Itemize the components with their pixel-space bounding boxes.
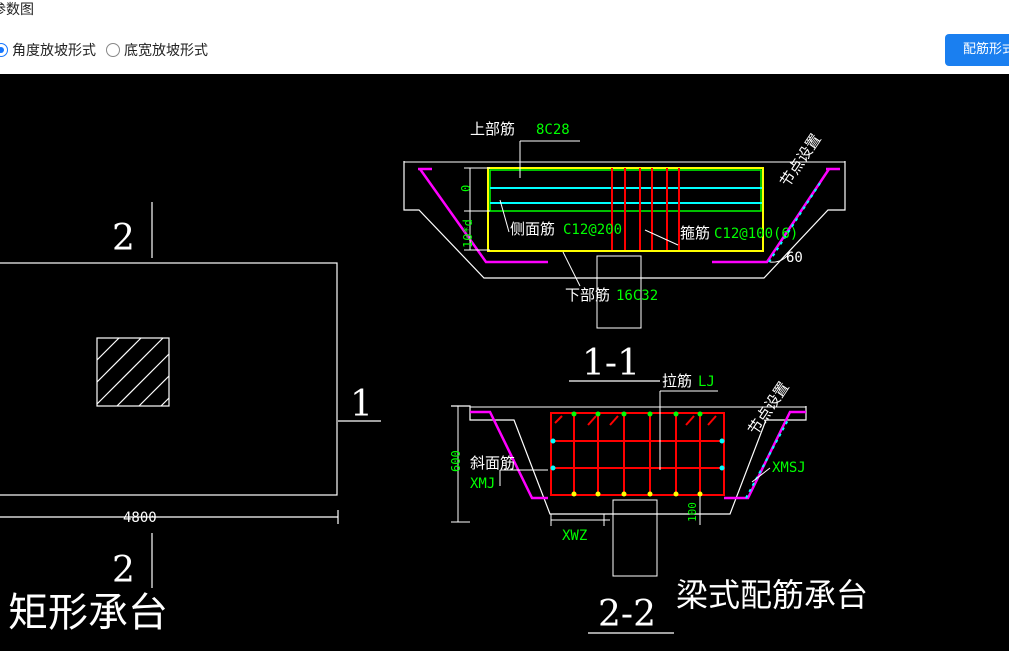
section-1-1-label: 1-1 — [582, 343, 640, 384]
top-bar-label: 上部筋 — [470, 120, 515, 138]
cad-drawing: 2 2 1 4800 矩形承台 上部筋 8C28 侧面筋 — [0, 120, 868, 636]
section-mark-2-bottom: 2 — [112, 550, 135, 591]
column-hatch — [96, 337, 170, 407]
cad-drawing-canvas: 2 2 1 4800 矩形承台 上部筋 8C28 侧面筋 — [0, 74, 1009, 651]
stirrup-value: C12@100(6) — [714, 226, 798, 242]
xmsj-value: XMSJ — [772, 460, 806, 476]
side-bar-label: 侧面筋 — [510, 220, 555, 238]
side-bar-value: C12@200 — [563, 222, 622, 238]
radio-unselected-icon[interactable] — [106, 43, 120, 57]
slope-bar-label: 斜面筋 — [470, 454, 515, 472]
rect-cap-name: 矩形承台 — [8, 590, 168, 636]
rect-cap-plan — [0, 202, 381, 588]
stirrup-label: 箍筋 — [680, 224, 710, 242]
radio-width-slope-label: 底宽放坡形式 — [124, 43, 208, 59]
radio-angle-slope[interactable]: 角度放坡形式 — [0, 40, 96, 60]
radio-selected-icon[interactable] — [0, 43, 8, 57]
node-setting-2: 节点设置 — [744, 378, 792, 438]
dim-top-0: 0 — [459, 185, 473, 192]
dim-bottom-100: 100 — [686, 502, 699, 522]
page-title: 参数图 — [0, 2, 34, 18]
radio-angle-slope-label: 角度放坡形式 — [12, 43, 96, 59]
bottom-bar-value: 16C32 — [616, 288, 658, 304]
slope-mode-radio-group: 角度放坡形式 底宽放坡形式 — [0, 40, 218, 60]
bottom-bar-label: 下部筋 — [565, 286, 610, 304]
dim-width-4800: 4800 — [123, 510, 157, 526]
top-bar-value: 8C28 — [536, 122, 570, 138]
rebar-form-button[interactable]: 配筋形式 — [945, 34, 1009, 66]
section-1-1 — [403, 140, 846, 382]
section-mark-2-top: 2 — [112, 218, 135, 259]
tie-value: LJ — [698, 374, 715, 390]
section-2-2 — [451, 390, 807, 634]
beam-cap-name: 梁式配筋承台 — [676, 576, 868, 614]
section-2-2-label: 2-2 — [598, 594, 656, 635]
slope-bar-value: XMJ — [470, 476, 495, 492]
rect-cap-outline — [0, 262, 338, 496]
radio-width-slope[interactable]: 底宽放坡形式 — [106, 40, 208, 60]
dim-height-600: 600 — [449, 450, 463, 472]
section-mark-1-right: 1 — [350, 384, 373, 425]
xwz-value: XWZ — [562, 528, 587, 544]
section-2-2-bar-dots — [550, 411, 725, 497]
angle-60: 60 — [786, 250, 803, 266]
tie-label: 拉筋 — [662, 372, 692, 390]
dim-side-10d: 10*d — [461, 219, 475, 248]
node-setting-1: 节点设置 — [776, 130, 824, 190]
